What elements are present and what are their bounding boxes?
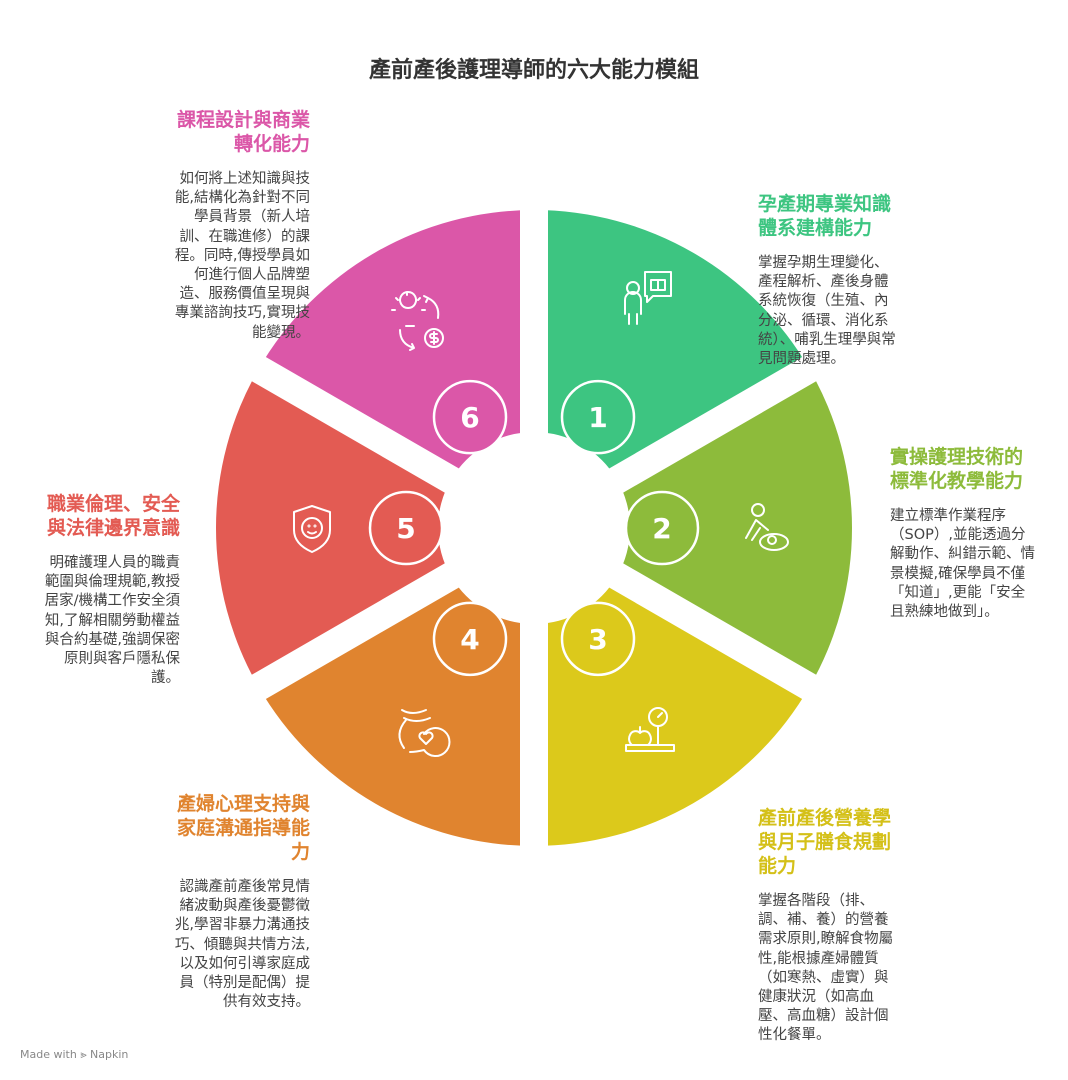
module-title: 實操護理技術的標準化教學能力 bbox=[890, 446, 1024, 492]
module-1-text: 孕產期專業知識體系建構能力 掌握孕期生理變化、產程解析、產後身體系統恢復（生殖、… bbox=[758, 192, 898, 369]
module-4-text: 產婦心理支持與家庭溝通指導能力 認識產前產後常見情緒波動與產後憂鬱徵兆,學習非暴… bbox=[166, 792, 310, 1012]
module-title: 課程設計與商業轉化能力 bbox=[176, 109, 310, 155]
teacher-presentation-icon bbox=[624, 271, 672, 325]
caregiver-baby-icon bbox=[745, 503, 789, 551]
module-title: 產婦心理支持與家庭溝通指導能力 bbox=[176, 793, 310, 863]
module-5-badge bbox=[368, 490, 444, 566]
module-1-badge bbox=[560, 379, 636, 455]
module-description: 明確護理人員的職責範圍與倫理規範,教授居家/機構工作安全須知,了解相關勞動權益與… bbox=[44, 555, 180, 687]
module-2-text: 實操護理技術的標準化教學能力 建立標準作業程序（SOP）,並能透過分解動作、糾錯… bbox=[890, 445, 1035, 622]
module-number: 1 bbox=[588, 401, 607, 434]
footer-prefix: Made with bbox=[20, 1048, 77, 1061]
footer-brand: Napkin bbox=[90, 1048, 129, 1061]
module-description: 如何將上述知識與技能,結構化為針對不同學員背景（新人培訓、在職進修）的課程。同時… bbox=[174, 171, 310, 341]
module-4-badge bbox=[432, 601, 508, 677]
module-3-text: 產前產後營養學與月子膳食規劃能力 掌握各階段（排、調、補、養）的營養需求原則,瞭… bbox=[758, 806, 898, 1046]
module-title: 產前產後營養學與月子膳食規劃能力 bbox=[758, 807, 892, 877]
module-description: 掌握各階段（排、調、補、養）的營養需求原則,瞭解食物屬性,能根據產婦體質（如寒熱… bbox=[758, 893, 894, 1044]
module-number: 4 bbox=[460, 623, 479, 656]
module-3-badge bbox=[560, 601, 636, 677]
module-description: 建立標準作業程序（SOP）,並能透過分解動作、糾錯示範、情景模擬,確保學員不僅「… bbox=[890, 508, 1035, 621]
module-number: 2 bbox=[652, 512, 671, 545]
module-2-badge bbox=[624, 490, 700, 566]
apple-scale-icon bbox=[625, 707, 675, 752]
baby-shield-icon bbox=[293, 505, 331, 553]
module-title: 孕產期專業知識體系建構能力 bbox=[758, 193, 892, 239]
module-number: 5 bbox=[396, 512, 415, 545]
module-number: 3 bbox=[588, 623, 607, 656]
page-title: 產前產後護理導師的六大能力模組 bbox=[368, 58, 699, 83]
wedge-gap bbox=[242, 351, 826, 705]
pregnant-heart-icon bbox=[398, 709, 451, 757]
napkin-logo-icon: ⪢ bbox=[80, 1048, 87, 1061]
module-number: 6 bbox=[460, 401, 479, 434]
idea-money-cycle-icon bbox=[391, 291, 444, 351]
module-6-text: 課程設計與商業轉化能力 如何將上述知識與技能,結構化為針對不同學員背景（新人培訓… bbox=[166, 108, 310, 343]
module-description: 認識產前產後常見情緒波動與產後憂鬱徵兆,學習非暴力溝通技巧、傾聽與共情方法,以及… bbox=[174, 879, 310, 1011]
module-description: 掌握孕期生理變化、產程解析、產後身體系統恢復（生殖、內分泌、循環、消化系統）、哺… bbox=[758, 255, 896, 368]
module-title: 職業倫理、安全與法律邊界意識 bbox=[46, 493, 180, 539]
footer-credit: Made with ⪢ Napkin bbox=[20, 1048, 128, 1062]
module-5-text: 職業倫理、安全與法律邊界意識 明確護理人員的職責範圍與倫理規範,教授居家/機構工… bbox=[36, 492, 180, 688]
module-6-badge bbox=[432, 379, 508, 455]
